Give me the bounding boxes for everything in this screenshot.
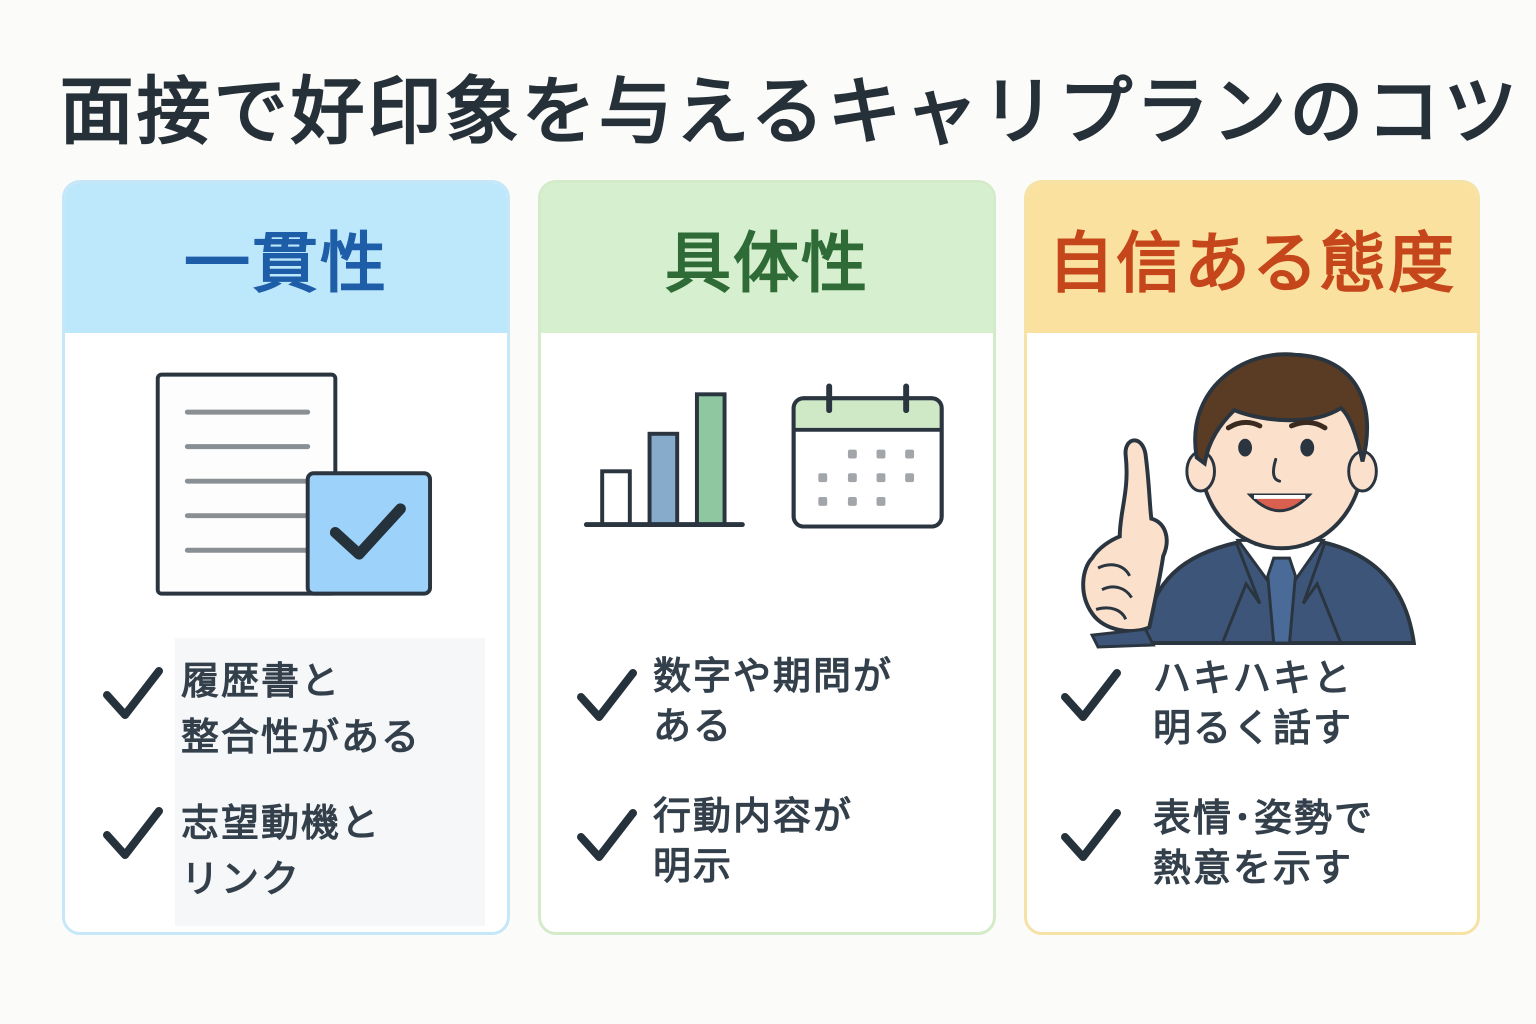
bullet-line: 数字や期問が: [653, 654, 894, 698]
bullet-line: 明るく話す: [1153, 706, 1354, 750]
check-icon: [103, 807, 163, 859]
bullet-item: 志望動機と リンク: [181, 795, 381, 907]
card-specificity: 具体性: [538, 180, 996, 935]
bullet-item: 数字や期問が ある: [653, 651, 893, 751]
check-icon: [577, 809, 637, 861]
businessman-pointing-illustration: [1081, 352, 1417, 649]
bullet-line: 行動内容が: [653, 794, 854, 838]
bullet-item: 表情･姿勢で 熱意を示す: [1153, 793, 1374, 893]
bar-chart-and-calendar-icon: [583, 383, 944, 529]
check-icon: [1061, 669, 1121, 721]
bullet-background: [175, 638, 485, 926]
document-check-icon: [155, 372, 433, 596]
page-title: 面接で好印象を与えるキャリプランのコツ: [59, 69, 1521, 155]
bullet-line: 整合性がある: [181, 715, 422, 759]
bullet-line: ある: [653, 704, 734, 748]
bullet-line: 表情･姿勢で: [1153, 796, 1375, 840]
check-icon: [577, 669, 637, 721]
bullet-line: ハキハキと: [1153, 656, 1354, 700]
card-confident-attitude: 自信ある態度: [1024, 180, 1480, 935]
bullet-line: 履歴書と: [181, 659, 342, 703]
bullet-item: 行動内容が 明示: [653, 791, 853, 891]
bullet-line: リンク: [181, 857, 302, 901]
check-icon: [1061, 809, 1121, 861]
calendar-icon: [791, 383, 944, 529]
bullet-line: 志望動機と: [181, 801, 382, 845]
check-icon: [103, 667, 163, 719]
card-heading: 具体性: [541, 183, 993, 333]
bullet-item: 履歴書と 整合性がある: [181, 653, 421, 765]
bullet-item: ハキハキと 明るく話す: [1153, 653, 1353, 753]
bullet-line: 熱意を示す: [1153, 846, 1354, 890]
bullet-line: 明示: [653, 844, 734, 888]
card-heading: 一貫性: [65, 183, 507, 333]
card-consistency: 一貫性 履歴書と 整合性がある 志望動機と リンク: [62, 180, 510, 935]
card-heading: 自信ある態度: [1027, 183, 1477, 333]
bar-chart-icon: [583, 392, 745, 528]
